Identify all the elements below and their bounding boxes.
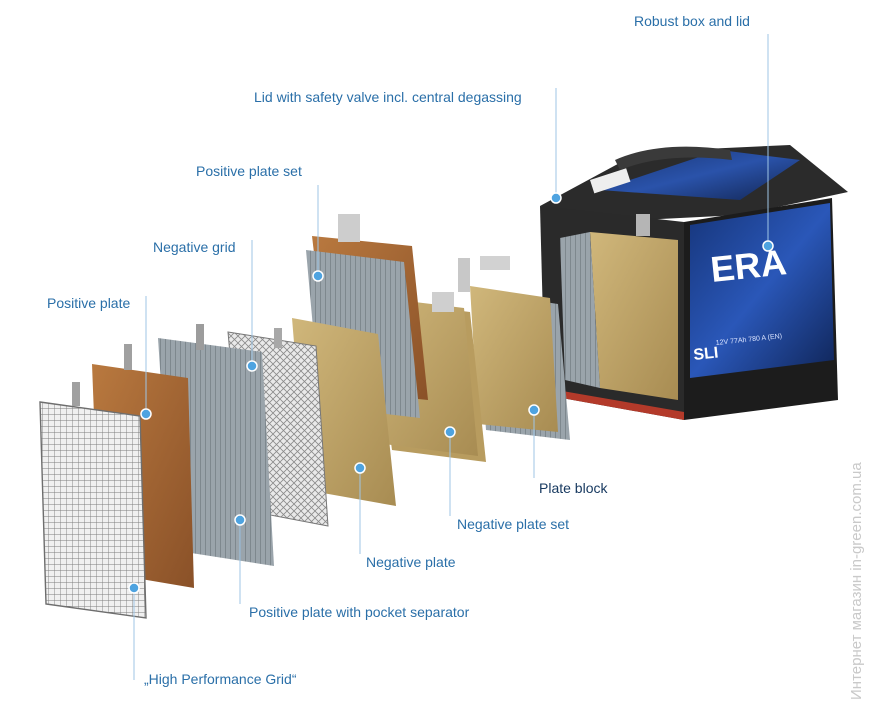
watermark: Интернет магазин in-green.com.ua — [848, 462, 865, 700]
high-performance-grid — [39, 382, 147, 619]
battery-model: SLI — [693, 344, 720, 364]
battery-brand: ERA — [709, 241, 789, 290]
label-lid-valve: Lid with safety valve incl. central dega… — [254, 89, 522, 105]
marker-pocket-separator — [234, 514, 246, 526]
label-high-performance-grid: „High Performance Grid“ — [144, 671, 297, 687]
label-negative-plate: Negative plate — [366, 554, 456, 570]
markers — [128, 192, 774, 594]
marker-negative-grid — [246, 360, 258, 372]
label-positive-plate: Positive plate — [47, 295, 131, 311]
label-robust-box: Robust box and lid — [634, 13, 750, 29]
label-negative-plate-set: Negative plate set — [457, 516, 570, 532]
marker-high-performance-grid — [128, 582, 140, 594]
marker-negative-plate — [354, 462, 366, 474]
label-positive-plate-pocket: Positive plate with pocket separator — [249, 604, 470, 620]
plate-block — [458, 256, 570, 440]
label-positive-plate-set: Positive plate set — [196, 163, 302, 179]
marker-negative-plate-set — [444, 426, 456, 438]
marker-positive-plate-set — [312, 270, 324, 282]
label-plate-block: Plate block — [539, 480, 608, 496]
marker-robust-box — [762, 240, 774, 252]
label-negative-grid: Negative grid — [153, 239, 236, 255]
battery: ERA SLI 12V 77Ah 780 A (EN) — [540, 145, 848, 420]
marker-positive-plate — [140, 408, 152, 420]
marker-lid-valve — [550, 192, 562, 204]
leader-lines — [133, 34, 769, 680]
marker-plate-block — [528, 404, 540, 416]
